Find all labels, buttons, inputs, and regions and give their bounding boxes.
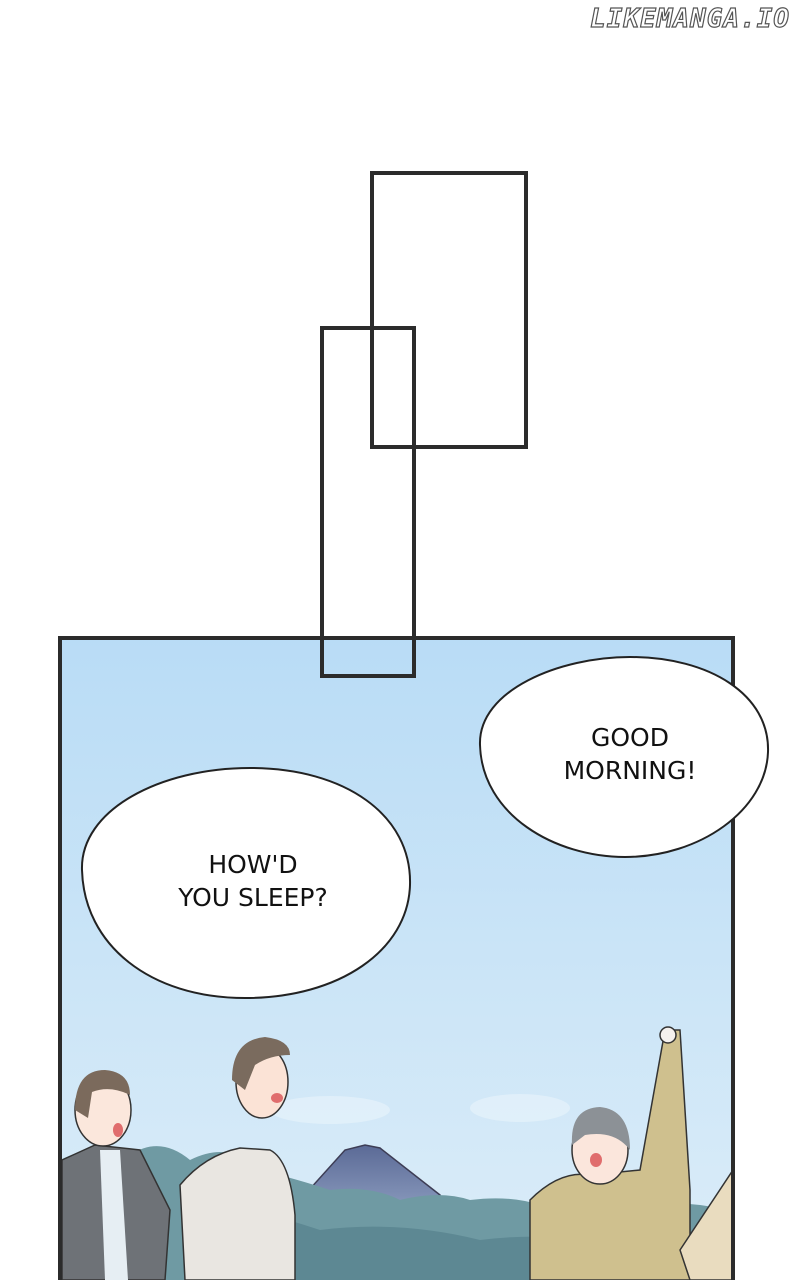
- character-middle: [179, 1037, 296, 1280]
- speech-bubble-left: [80, 766, 412, 1000]
- bubble-line: GOOD: [591, 723, 669, 752]
- character-right: [529, 1026, 733, 1280]
- watermark-logo: LIKEMANGA.IO: [590, 3, 790, 34]
- panel-outline-tall: [370, 171, 528, 449]
- bubble-text-sleep: HOW'D YOU SLEEP?: [148, 848, 358, 914]
- speech-bubble-right: [478, 655, 770, 859]
- bubble-line: HOW'D: [208, 850, 298, 879]
- character-left: [61, 1070, 171, 1280]
- bubble-text-good-morning: GOOD MORNING!: [540, 721, 720, 787]
- bubble-line: YOU SLEEP?: [178, 883, 328, 912]
- bubble-line: MORNING!: [563, 756, 697, 785]
- panel-outline-narrow: [320, 326, 416, 678]
